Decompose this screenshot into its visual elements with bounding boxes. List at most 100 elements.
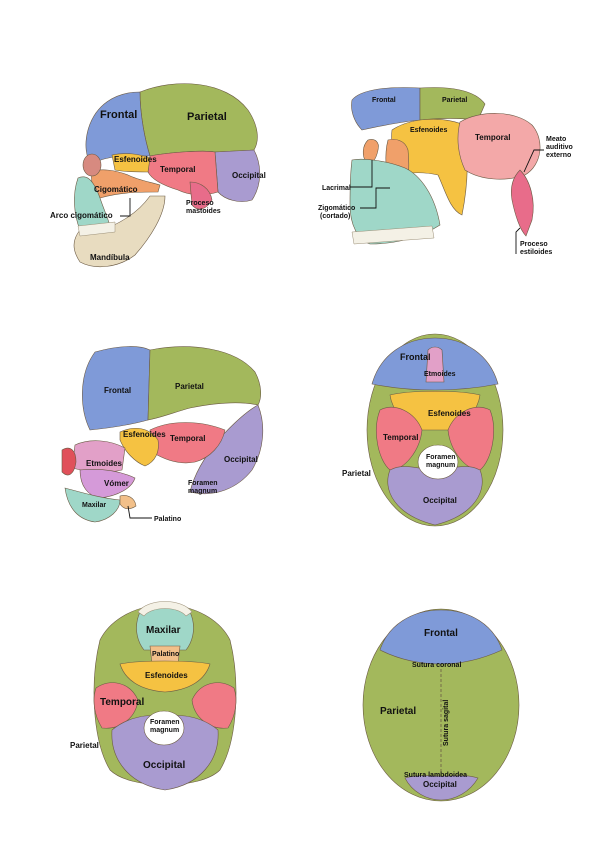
external-base-foramen-magnum: [143, 710, 185, 746]
lateral-label-arco: Arco cigomático: [50, 211, 113, 220]
internal-base-label-foramen-1: Foramen: [426, 454, 456, 461]
disarticulated-label-estiloides-1: Proceso: [520, 241, 548, 248]
disarticulated-label-meato-3: externo: [546, 152, 571, 159]
internal-base-ethmoid-bone: [425, 346, 445, 383]
sagittal-label-maxilar: Maxilar: [82, 502, 106, 509]
superior-label-sutura-coronal: Sutura coronal: [412, 662, 461, 669]
lateral-label-esfenoides: Esfenoides: [114, 155, 157, 164]
external-base-label-parietal: Parietal: [70, 741, 99, 750]
internal-base-label-temporal: Temporal: [383, 433, 418, 442]
lateral-label-temporal: Temporal: [160, 165, 195, 174]
superior-view-skull: [362, 608, 520, 802]
sagittal-label-etmoides: Etmoides: [86, 459, 123, 468]
disarticulated-view-labels: Frontal Parietal Esfenoides Temporal Lac…: [318, 97, 573, 256]
lateral-teeth: [77, 221, 116, 237]
external-base-label-esfenoides: Esfenoides: [145, 671, 188, 680]
lateral-label-occipital: Occipital: [232, 171, 266, 180]
external-base-label-foramen-2: magnum: [150, 727, 179, 734]
external-base-label-foramen-1: Foramen: [150, 719, 180, 726]
disarticulated-label-meato-2: auditivo: [546, 144, 573, 151]
disarticulated-label-zigomatico-2: (cortado): [320, 213, 350, 220]
sagittal-parietal-bone: [147, 346, 261, 421]
disarticulated-leader-lacrimal: [350, 160, 373, 188]
sagittal-label-foramen-2: magnum: [188, 488, 217, 495]
lateral-mandible-bone: [73, 195, 166, 268]
lateral-label-proceso-1: Proceso: [186, 200, 214, 207]
external-base-teeth: [137, 601, 193, 617]
lateral-view-skull: [73, 83, 261, 268]
sagittal-maxilla-bone: [64, 487, 121, 523]
internal-base-labels: Frontal Etmoides Esfenoides Temporal For…: [342, 352, 471, 505]
external-base-skull: [93, 601, 237, 791]
lateral-label-frontal: Frontal: [100, 109, 137, 121]
disarticulated-label-parietal: Parietal: [442, 97, 467, 104]
sagittal-palatine-bone: [119, 495, 137, 510]
disarticulated-frontal-bone: [351, 87, 421, 131]
disarticulated-leader-zigomatico: [360, 187, 390, 209]
lateral-maxilla-bone: [74, 176, 111, 231]
sagittal-vomer-bone: [79, 468, 136, 499]
internal-base-label-parietal: Parietal: [342, 469, 371, 478]
disarticulated-label-meato-1: Meato: [546, 136, 566, 143]
sagittal-frontal-bone: [82, 346, 151, 431]
disarticulated-leader-estiloides: [515, 227, 521, 254]
disarticulated-leader-meato: [523, 149, 544, 173]
sagittal-label-vomer: Vómer: [104, 479, 129, 488]
sagittal-label-frontal: Frontal: [104, 386, 131, 395]
disarticulated-label-lacrimal: Lacrimal: [322, 185, 351, 192]
sagittal-label-parietal: Parietal: [175, 382, 204, 391]
disarticulated-label-zigomatico-1: Zigomático: [318, 205, 355, 212]
external-base-label-maxilar: Maxilar: [146, 625, 181, 636]
superior-label-occipital: Occipital: [423, 780, 457, 789]
lateral-sphenoid-bone: [111, 153, 151, 173]
disarticulated-temporal-bone: [457, 113, 541, 180]
internal-base-foramen-magnum: [417, 444, 459, 480]
internal-base-skull: [366, 333, 504, 527]
lateral-occipital-bone: [214, 149, 261, 202]
internal-base-label-occipital: Occipital: [423, 496, 457, 505]
disarticulated-label-estiloides-2: estiloides: [520, 249, 552, 256]
superior-frontal-bone: [379, 609, 503, 665]
disarticulated-label-esfenoides: Esfenoides: [410, 127, 447, 134]
disarticulated-label-temporal: Temporal: [475, 133, 510, 142]
sagittal-temporal-bone: [149, 422, 226, 464]
sagittal-view-skull: [61, 346, 264, 523]
sagittal-occipital-bone: [189, 404, 264, 495]
disarticulated-teeth: [351, 225, 435, 245]
internal-base-label-frontal: Frontal: [400, 352, 431, 362]
internal-base-temporal-right: [447, 406, 494, 471]
lateral-label-cigomatico: Cigomático: [94, 185, 138, 194]
lateral-mastoid-process: [189, 181, 213, 210]
disarticulated-styloid-process: [510, 169, 534, 237]
lateral-view-labels: Frontal Parietal Esfenoides Temporal Occ…: [50, 109, 266, 262]
sagittal-sphenoid-bone: [119, 427, 159, 467]
internal-base-label-etmoides: Etmoides: [424, 371, 456, 378]
superior-label-frontal: Frontal: [424, 628, 458, 639]
lateral-label-mandibula: Mandíbula: [90, 253, 130, 262]
disarticulated-label-frontal: Frontal: [372, 97, 396, 104]
superior-occipital-bone: [404, 775, 479, 801]
internal-base-label-foramen-2: magnum: [426, 462, 455, 469]
superior-label-parietal: Parietal: [380, 706, 416, 717]
lateral-label-parietal: Parietal: [187, 111, 227, 123]
sagittal-view-labels: Frontal Parietal Esfenoides Temporal Occ…: [82, 382, 258, 523]
sagittal-label-esfenoides: Esfenoides: [123, 430, 166, 439]
external-base-label-palatino: Palatino: [152, 651, 179, 658]
sagittal-label-foramen-1: Foramen: [188, 480, 218, 487]
sagittal-label-occipital: Occipital: [224, 455, 258, 464]
disarticulated-view-skull: [349, 87, 541, 245]
sagittal-label-temporal: Temporal: [170, 434, 205, 443]
internal-base-temporal-left: [376, 406, 423, 471]
external-base-label-temporal: Temporal: [100, 697, 144, 708]
sagittal-leader-palatino: [127, 505, 152, 519]
external-base-labels: Maxilar Palatino Esfenoides Temporal For…: [70, 625, 188, 771]
superior-label-sutura-lambdoidea: Sutura lambdoidea: [404, 772, 467, 779]
sagittal-nasal-red: [61, 447, 77, 476]
lateral-leader-arco: [120, 198, 131, 217]
lateral-orbit: [82, 153, 102, 177]
sagittal-label-palatino: Palatino: [154, 516, 181, 523]
external-base-label-occipital: Occipital: [143, 760, 185, 771]
internal-base-label-esfenoides: Esfenoides: [428, 409, 471, 418]
superior-label-sutura-sagital: Sutura sagital: [443, 700, 450, 746]
